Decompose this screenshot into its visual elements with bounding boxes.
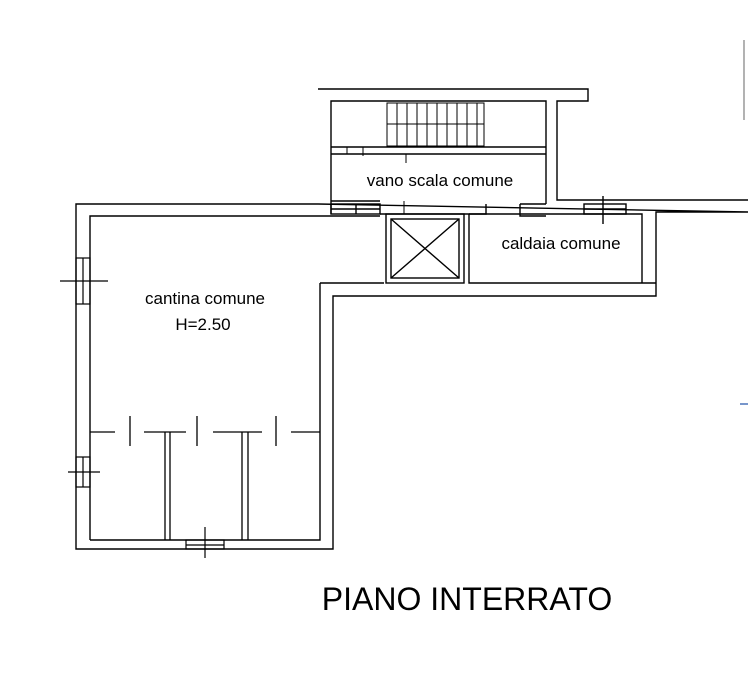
stair-well-wall — [330, 100, 547, 214]
stair-steps — [387, 103, 484, 146]
boiler-room-wall — [468, 213, 656, 284]
boiler-window-mark — [584, 196, 626, 224]
cellar-inner-wall — [89, 215, 380, 541]
stair-treads — [346, 102, 485, 214]
elevator-car — [390, 218, 460, 279]
elevator-cross — [390, 218, 460, 279]
cubicle-partitions — [90, 431, 320, 540]
boiler-label: caldaia comune — [501, 234, 620, 253]
window-bottom-mark — [186, 527, 224, 558]
plan-title: PIANO INTERRATO — [322, 581, 612, 617]
elevator-shaft — [385, 213, 465, 284]
cellar-height: H=2.50 — [175, 315, 230, 334]
outer-wall — [75, 88, 748, 550]
stair-label: vano scala comune — [367, 171, 513, 190]
window-left-lower-mark — [68, 457, 100, 487]
cellar-windows — [60, 257, 225, 558]
cellar-label: cantina comune — [145, 289, 265, 308]
stair-window-mark — [331, 204, 380, 214]
storage-cubicles — [90, 416, 320, 540]
cubicle-doors — [129, 416, 277, 446]
stair-door — [346, 147, 407, 214]
window-left-upper-mark — [60, 258, 108, 304]
